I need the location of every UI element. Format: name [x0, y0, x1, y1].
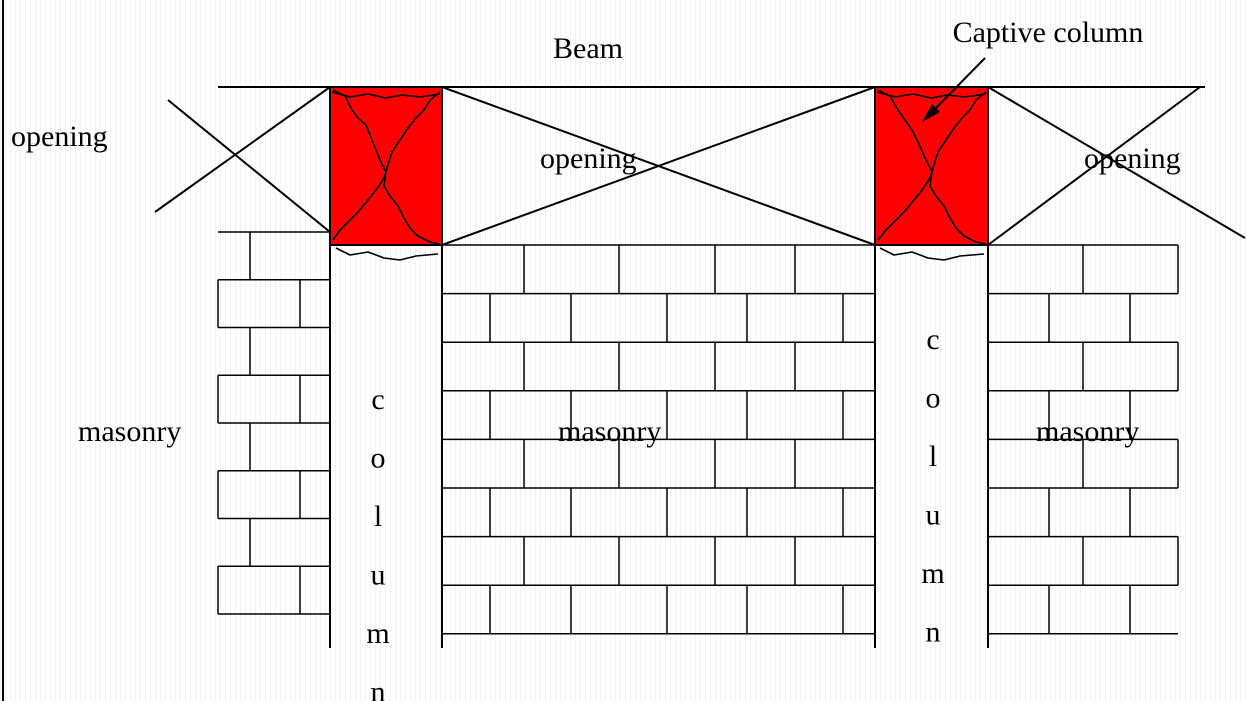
beam-label: Beam [553, 32, 623, 65]
column_right-letter: c [926, 323, 939, 356]
opening-left-cross [154, 86, 331, 233]
crack-pattern-left [331, 89, 441, 245]
captive-column-arrow [922, 57, 986, 122]
column_right-letter: m [921, 557, 944, 590]
column_left-letter: l [374, 500, 382, 533]
masonry-label-middle: masonry [558, 415, 661, 448]
opening-middle-cross [441, 86, 876, 246]
opening-label-middle: opening [540, 142, 637, 175]
captive-zone-left [329, 86, 443, 246]
column_left-letter: u [371, 559, 386, 592]
column-label-right: column [921, 323, 944, 649]
masonry-wall-right [988, 244, 1179, 635]
column_left-letter: c [371, 383, 384, 416]
masonry-wall-left [217, 231, 330, 615]
column-left-outline [329, 245, 443, 648]
column-right-outline [874, 245, 989, 648]
masonry-wall-middle [442, 244, 875, 635]
masonry-label-right: masonry [1036, 415, 1139, 448]
column_right-letter: n [926, 616, 941, 649]
column_left-letter: o [371, 442, 386, 475]
masonry-label-left: masonry [78, 415, 181, 448]
column_right-letter: l [929, 440, 937, 473]
opening-right-cross [987, 86, 1246, 246]
opening-label-right: opening [1084, 142, 1181, 175]
captive-column-label: Captive column [953, 16, 1144, 49]
column_left-letter: m [366, 617, 389, 650]
column_left-letter: n [371, 676, 386, 701]
crack-pattern-right [876, 89, 987, 245]
column_right-letter: u [926, 499, 941, 532]
column-label-left: colum n [366, 383, 389, 701]
column_right-letter: o [926, 382, 941, 415]
opening-label-left: opening [11, 120, 108, 153]
